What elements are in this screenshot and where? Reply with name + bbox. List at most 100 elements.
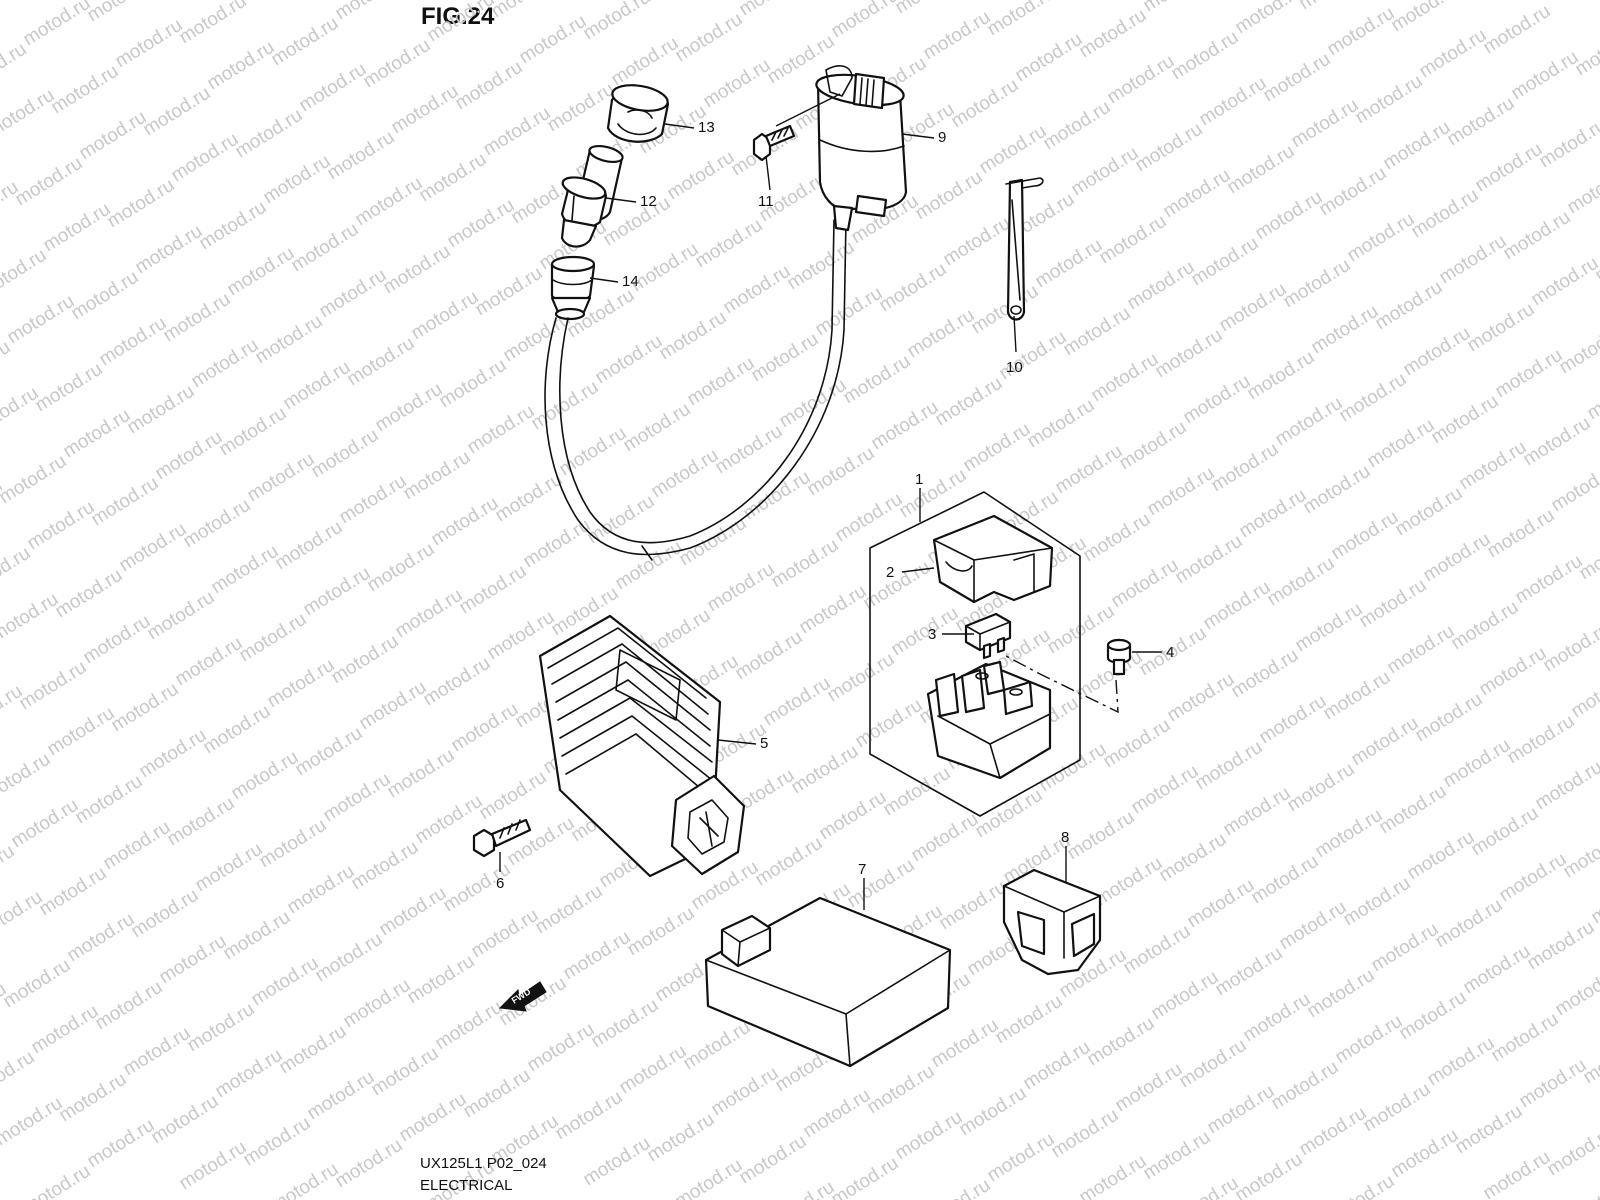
- watermark-text: motod.ru: [1328, 507, 1403, 565]
- watermark-text: motod.ru: [1308, 301, 1383, 359]
- part-5-regulator-rectifier[interactable]: [538, 614, 746, 878]
- part-12-spark-plug-cap[interactable]: [560, 143, 624, 248]
- watermark-text: motod.ru: [620, 399, 695, 457]
- watermark-text: motod.ru: [184, 999, 259, 1057]
- watermark-text: motod.ru: [200, 701, 275, 759]
- watermark-text: motod.ru: [1304, 965, 1379, 1023]
- high-tension-cable: [544, 219, 847, 561]
- part-8-relay[interactable]: [1002, 868, 1102, 976]
- watermark-text: motod.ru: [36, 863, 111, 921]
- watermark-text: motod.ru: [0, 85, 58, 143]
- callout-12: 12: [640, 193, 657, 210]
- watermark-text: motod.ru: [456, 561, 531, 619]
- watermark-text: motod.ru: [204, 37, 279, 95]
- watermark-text: motod.ru: [288, 219, 363, 277]
- watermark-text: motod.ru: [76, 107, 151, 165]
- watermark-text: motod.ru: [828, 0, 903, 42]
- watermark-text: motod.ru: [516, 11, 591, 69]
- watermark-text: motod.ru: [392, 585, 467, 643]
- watermark-text: motod.ru: [1108, 555, 1183, 613]
- watermark-text: motod.ru: [1336, 369, 1411, 427]
- watermark-text: motod.ru: [708, 1063, 783, 1121]
- watermark-text: motod.ru: [360, 35, 435, 93]
- watermark-text: motod.ru: [104, 175, 179, 233]
- watermark-text: motod.ru: [8, 795, 83, 853]
- watermark-text: motod.ru: [984, 1129, 1059, 1187]
- watermark-text: motod.ru: [432, 997, 507, 1055]
- watermark-text: motod.ru: [300, 563, 375, 621]
- watermark-text: motod.ru: [1060, 303, 1135, 361]
- watermark-text: motod.ru: [880, 763, 955, 821]
- part-6-bolt[interactable]: [472, 818, 532, 858]
- watermark-text: motod.ru: [1320, 667, 1395, 725]
- part-11-bolt[interactable]: [752, 124, 796, 162]
- watermark-text: motod.ru: [208, 541, 283, 599]
- watermark-text: motod.ru: [1296, 1103, 1371, 1161]
- watermark-text: motod.ru: [220, 907, 295, 965]
- watermark-text: motod.ru: [372, 379, 447, 437]
- watermark-text: motod.ru: [1324, 3, 1399, 61]
- watermark-text: motod.ru: [1456, 437, 1531, 495]
- watermark-text: motod.ru: [1424, 1033, 1499, 1091]
- watermark-text: motod.ru: [332, 1135, 407, 1193]
- watermark-text: motod.ru: [0, 681, 26, 739]
- watermark-text: motod.ru: [736, 1131, 811, 1189]
- watermark-text: motod.ru: [228, 747, 303, 805]
- watermark-text: motod.ru: [940, 213, 1015, 271]
- part-1-starter-relay-assembly[interactable]: [869, 491, 1081, 817]
- watermark-text: motod.ru: [1476, 643, 1551, 701]
- watermark-text: motod.ru: [528, 377, 603, 435]
- watermark-text: motod.ru: [832, 489, 907, 547]
- watermark-text: motod.ru: [1116, 417, 1191, 475]
- watermark-text: motod.ru: [868, 397, 943, 455]
- watermark-text: motod.ru: [32, 359, 107, 417]
- watermark-text: motod.ru: [488, 0, 563, 22]
- watermark-text: motod.ru: [320, 769, 395, 827]
- watermark-text: motod.ru: [700, 55, 775, 113]
- watermark-text: motod.ru: [1452, 1101, 1527, 1159]
- part-7-control-unit[interactable]: [704, 896, 952, 1068]
- watermark-text: motod.ru: [1092, 853, 1167, 911]
- part-4-bolt[interactable]: [1005, 638, 1132, 714]
- watermark-text: motod.ru: [956, 1083, 1031, 1141]
- part-14-cable-seal[interactable]: [550, 255, 596, 321]
- watermark-text: motod.ru: [1448, 597, 1523, 655]
- part-9-ignition-coil[interactable]: [814, 65, 908, 232]
- part-10-bracket-strap[interactable]: [1005, 177, 1044, 321]
- starter-relay-body: [926, 660, 1052, 780]
- watermark-text: motod.ru: [1164, 669, 1239, 727]
- watermark-text: motod.ru: [764, 1177, 839, 1200]
- callout-1: 1: [915, 471, 923, 488]
- watermark-text: motod.ru: [348, 837, 423, 895]
- watermark-text: motod.ru: [748, 329, 823, 387]
- watermark-text: motod.ru: [1104, 51, 1179, 109]
- watermark-text: motod.ru: [16, 657, 91, 715]
- watermark-text: motod.ru: [324, 127, 399, 185]
- watermark-text: motod.ru: [88, 473, 163, 531]
- part-3-fuse[interactable]: [964, 612, 1012, 660]
- watermark-text: motod.ru: [1580, 1031, 1600, 1089]
- part-2-relay-cover[interactable]: [932, 514, 1054, 604]
- watermark-text: motod.ru: [316, 265, 391, 323]
- watermark-text: motod.ru: [1292, 599, 1367, 657]
- watermark-text: motod.ru: [140, 83, 215, 141]
- watermark-text: motod.ru: [672, 9, 747, 67]
- part-13-plug-cap-cover[interactable]: [606, 81, 670, 143]
- watermark-text: motod.ru: [444, 195, 519, 253]
- watermark-text: motod.ru: [800, 1085, 875, 1143]
- watermark-text: motod.ru: [1540, 619, 1600, 677]
- watermark-text: motod.ru: [1480, 1, 1555, 59]
- watermark-text: motod.ru: [152, 427, 227, 485]
- watermark-text: motod.ru: [1408, 185, 1483, 243]
- footer-code: UX125L1 P02_024: [420, 1155, 547, 1172]
- watermark-text: motod.ru: [196, 197, 271, 255]
- watermark-text: motod.ru: [1444, 93, 1519, 151]
- watermark-text: motod.ru: [656, 307, 731, 365]
- watermark-text: motod.ru: [1120, 921, 1195, 979]
- watermark-text: motod.ru: [1380, 117, 1455, 175]
- watermark-text: motod.ru: [1572, 23, 1600, 81]
- watermark-text: motod.ru: [824, 649, 899, 707]
- watermark-text: motod.ru: [1524, 917, 1599, 975]
- watermark-text: motod.ru: [172, 633, 247, 691]
- watermark-text: motod.ru: [156, 931, 231, 989]
